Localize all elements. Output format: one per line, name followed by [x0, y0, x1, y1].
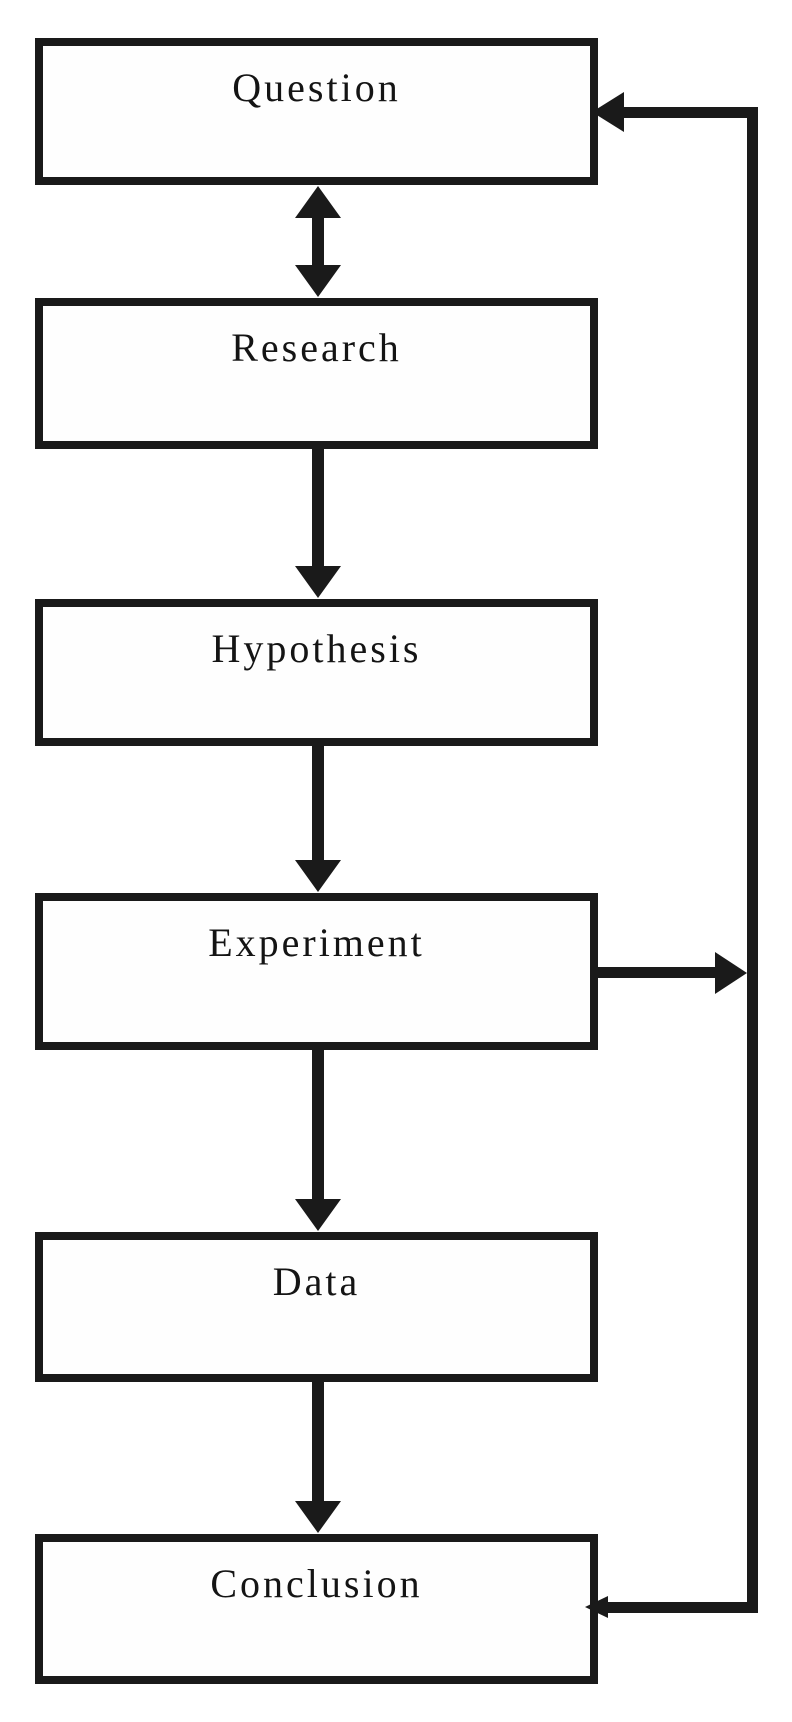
arrow-shaft — [312, 210, 324, 270]
arrow-shaft — [312, 1382, 324, 1503]
arrowhead-down-icon — [295, 265, 341, 297]
flow-box-research: Research — [35, 298, 598, 449]
arrow-shaft — [312, 746, 324, 862]
feedback-vertical-line — [747, 107, 758, 1613]
flow-box-experiment: Experiment — [35, 893, 598, 1050]
arrow-shaft — [312, 449, 324, 567]
arrow-shaft — [312, 1050, 324, 1201]
flow-box-research-label: Research — [231, 325, 402, 370]
flow-box-conclusion: Conclusion — [35, 1534, 598, 1684]
experiment-out-line — [598, 967, 718, 978]
flow-box-data: Data — [35, 1232, 598, 1382]
flow-box-hypothesis: Hypothesis — [35, 599, 598, 746]
feedback-bottom-line — [604, 1602, 758, 1613]
arrowhead-down-icon — [295, 1501, 341, 1533]
arrowhead-left-icon — [592, 92, 624, 132]
flow-box-question: Question — [35, 38, 598, 185]
flow-box-hypothesis-label: Hypothesis — [211, 626, 422, 671]
arrowhead-down-icon — [295, 566, 341, 598]
arrowhead-down-icon — [295, 1199, 341, 1231]
flow-box-data-label: Data — [272, 1259, 361, 1304]
arrowhead-down-icon — [295, 860, 341, 892]
arrowhead-left-small-icon — [585, 1596, 608, 1618]
flow-box-conclusion-label: Conclusion — [210, 1561, 423, 1606]
flow-box-experiment-label: Experiment — [208, 920, 425, 965]
arrowhead-right-icon — [715, 952, 747, 994]
flow-box-question-label: Question — [232, 65, 401, 110]
feedback-top-line — [620, 107, 758, 118]
